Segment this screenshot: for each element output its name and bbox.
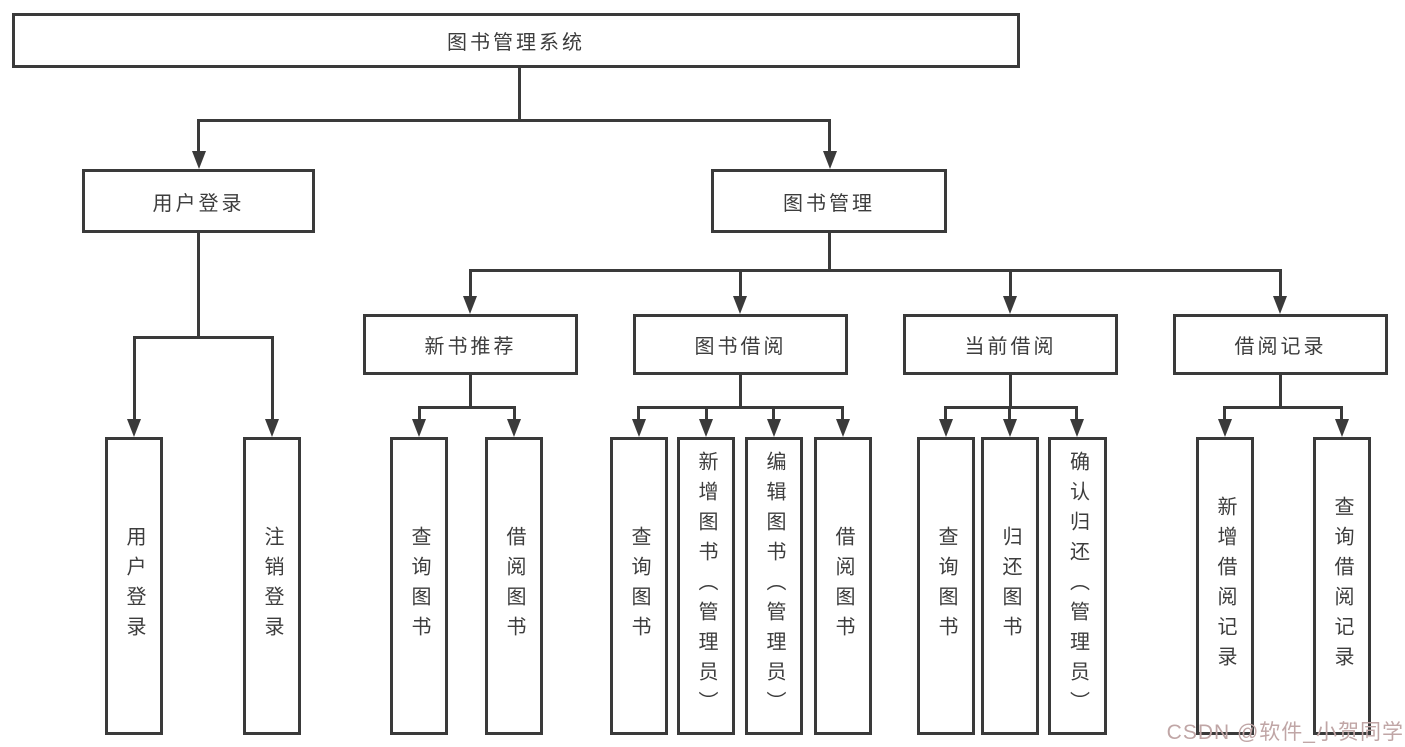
connector-line [1075,406,1078,421]
leaf-confirm-return-admin: 确认归还（管理员） [1048,437,1107,735]
connector-line [1340,406,1343,421]
arrow-down-icon [1273,296,1287,314]
arrow-down-icon [699,419,713,437]
leaf-logout: 注销登录 [243,437,301,735]
node-user-login: 用户登录 [82,169,315,233]
connector-line [772,406,775,421]
arrow-down-icon [192,151,206,169]
node-current-borrow: 当前借阅 [903,314,1118,375]
connector-line [469,375,472,409]
arrow-down-icon [836,419,850,437]
leaf-query-borrow-record: 查询借阅记录 [1313,437,1371,735]
connector-line [271,336,274,421]
node-book-borrow: 图书借阅 [633,314,848,375]
arrow-down-icon [632,419,646,437]
connector-line [469,269,472,298]
connector-line [1009,269,1012,298]
node-book-management: 图书管理 [711,169,947,233]
arrow-down-icon [1070,419,1084,437]
connector-line [1279,269,1282,298]
connector-line [418,406,516,409]
connector-line [133,336,274,339]
arrow-down-icon [1218,419,1232,437]
connector-line [133,336,136,421]
arrow-down-icon [767,419,781,437]
connector-line [197,233,200,339]
arrow-down-icon [265,419,279,437]
csdn-watermark: CSDN @软件_小贺同学 [1166,721,1404,744]
connector-line [739,269,742,298]
arrow-down-icon [939,419,953,437]
connector-line [513,406,516,421]
arrow-down-icon [823,151,837,169]
connector-line [1223,406,1343,409]
arrow-down-icon [733,296,747,314]
node-new-book-recommend: 新书推荐 [363,314,578,375]
root-node-library-system: 图书管理系统 [12,13,1020,68]
arrow-down-icon [507,419,521,437]
arrow-down-icon [1335,419,1349,437]
connector-line [637,406,844,409]
connector-line [469,269,1282,272]
leaf-user-login: 用户登录 [105,437,163,735]
leaf-borrow-books: 借阅图书 [485,437,543,735]
connector-line [197,119,200,153]
connector-line [944,406,947,421]
connector-line [518,68,521,122]
connector-line [418,406,421,421]
arrow-down-icon [463,296,477,314]
connector-line [1008,406,1011,421]
connector-line [1009,375,1012,409]
connector-line [828,233,831,272]
connector-line [1279,375,1282,409]
connector-line [739,375,742,409]
leaf-return-books: 归还图书 [981,437,1039,735]
connector-line [1223,406,1226,421]
node-borrow-records: 借阅记录 [1173,314,1388,375]
arrow-down-icon [1003,419,1017,437]
connector-line [841,406,844,421]
leaf-add-books-admin: 新增图书（管理员） [677,437,735,735]
leaf-edit-books-admin: 编辑图书（管理员） [745,437,803,735]
arrow-down-icon [412,419,426,437]
leaf-query-books: 查询图书 [390,437,448,735]
arrow-down-icon [1003,296,1017,314]
arrow-down-icon [127,419,141,437]
leaf-borrow-books: 借阅图书 [814,437,872,735]
connector-line [197,119,831,122]
leaf-add-borrow-record: 新增借阅记录 [1196,437,1254,735]
connector-line [828,119,831,153]
connector-line [637,406,640,421]
leaf-query-books: 查询图书 [917,437,975,735]
connector-line [705,406,708,421]
leaf-query-books: 查询图书 [610,437,668,735]
connector-line [944,406,1078,409]
